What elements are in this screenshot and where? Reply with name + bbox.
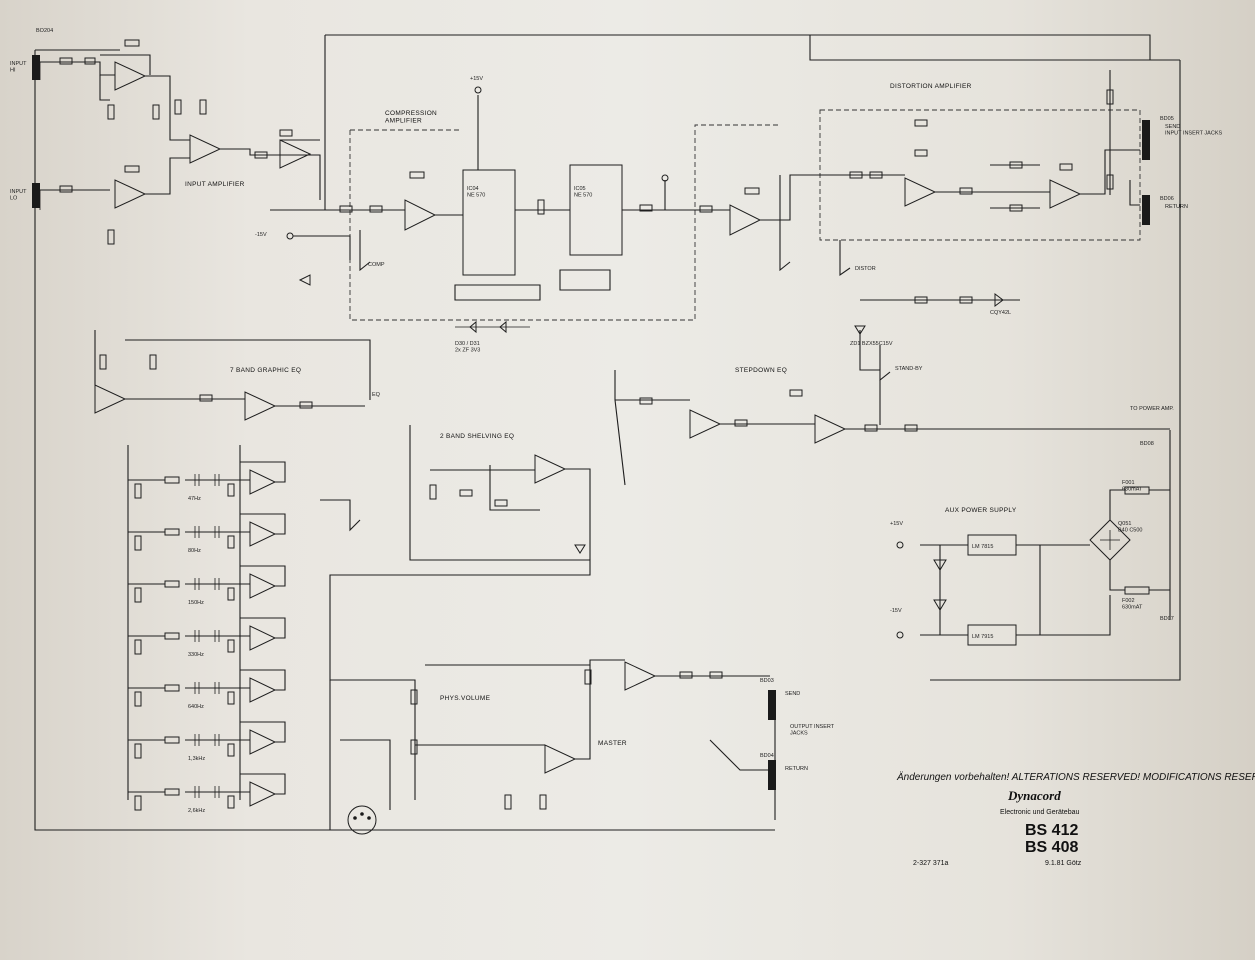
eq-band-frequency: 640Hz [188,704,204,710]
graphic-eq-block: 7 BAND GRAPHIC EQ EQ 47Hz 80Hz 150Hz 330Hz 6… [94,330,381,814]
bu-top-label: BO204 [36,28,53,34]
distortion-amplifier-label: DISTORTION AMPLIFIER [890,83,972,90]
model-bs412: BS 412 [1025,822,1078,839]
input-amplifier-label: INPUT AMPLIFIER [185,181,245,188]
alterations-notice: Änderungen vorbehalten! ALTERATIONS RESE… [896,771,1255,783]
insert-jack-return [1142,195,1150,225]
distor-switch-label: DISTOR [855,266,876,272]
shelving-eq-label: 2 BAND SHELVING EQ [440,433,514,440]
eq-band-stage: 2,6kHz [128,773,286,814]
frame-wiring [34,34,1181,831]
standby-block: ZD1 BZX55C15V STAND-BY [850,325,923,425]
eq-band-stages: 47Hz 80Hz 150Hz 330Hz 640Hz 1,3kHz 2,6kHz [128,461,286,814]
plus15-label: +15V [470,76,483,82]
eq-band-stage: 150Hz [128,565,286,606]
eq-band-frequency: 330Hz [188,652,204,658]
eq-band-stage: 330Hz [128,617,286,658]
minus15-label: -15V [255,232,267,238]
return-out-label: RETURN [785,766,808,772]
bd-top-label: BD05 [1160,116,1174,122]
lm7915-label: LM 7915 [972,634,993,640]
plus15b-label: +15V [890,521,903,527]
din-socket [347,805,377,835]
bd-ret2-label: BD04 [760,753,774,759]
eq-band-frequency: 47Hz [188,496,201,502]
company-name: Electronic und Gerätebau [1000,809,1079,816]
ic-nea570-b [569,164,623,256]
eq-switch-label: EQ [372,392,381,398]
drawing-date: 9.1.81 Götz [1045,860,1082,867]
eq-band-stage: 640Hz [128,669,286,710]
insert-jack-send [1142,120,1150,160]
standby-label: STAND-BY [895,366,923,372]
graphic-eq-label: 7 BAND GRAPHIC EQ [230,367,301,374]
shelving-eq-block: 2 BAND SHELVING EQ [320,425,591,600]
input-jack-hi [32,55,40,80]
bd-power-label: BD08 [1140,441,1154,447]
eq-band-stage: 80Hz [128,513,286,554]
comp-switch-label: COMP [368,262,385,268]
ic-nea570-a [462,169,516,276]
brand-logo: Dynacord [1007,788,1061,803]
bd-out-label: BD07 [1160,616,1174,622]
volume-master-block: PHYS.VOLUME MASTER SEND RETURN OUTPUT IN… [329,600,835,835]
fuse-f002 [1124,586,1150,595]
eq-band-frequency: 1,3kHz [188,756,205,762]
bd-send-label: BD03 [760,678,774,684]
eq-band-frequency: 80Hz [188,548,201,554]
drawing-number: 2-327 371a [913,860,949,867]
eq-band-frequency: 150Hz [188,600,204,606]
phys-volume-label: PHYS.VOLUME [440,695,491,702]
aux-power-supply-label: AUX POWER SUPPLY [945,507,1017,514]
led-label: CQY42L [990,310,1011,316]
eq-band-stage: 47Hz [128,461,286,502]
title-block: Änderungen vorbehalten! ALTERATIONS RESE… [896,771,1255,867]
return-label: RETURN [1165,204,1188,210]
input-jack-lo [32,183,40,208]
bd-return-label: BD06 [1160,196,1174,202]
eq-band-stage: 1,3kHz [128,721,286,762]
zener-label: ZD1 BZX55C15V [850,341,893,347]
send-out-label: SEND [785,691,800,697]
model-bs408: BS 408 [1025,839,1078,856]
lm7815-label: LM 7815 [972,544,993,550]
stepdown-eq-block: STEPDOWN EQ TO POWER AMP. BD08 [614,367,1174,620]
stepdown-eq-label: STEPDOWN EQ [735,367,787,374]
master-label: MASTER [598,740,627,747]
output-jack-send [768,690,776,720]
minus15b-label: -15V [890,608,902,614]
eq-band-frequency: 2,6kHz [188,808,205,814]
output-jack-return [768,760,776,790]
to-power-amp-label: TO POWER AMP. [1130,406,1174,412]
